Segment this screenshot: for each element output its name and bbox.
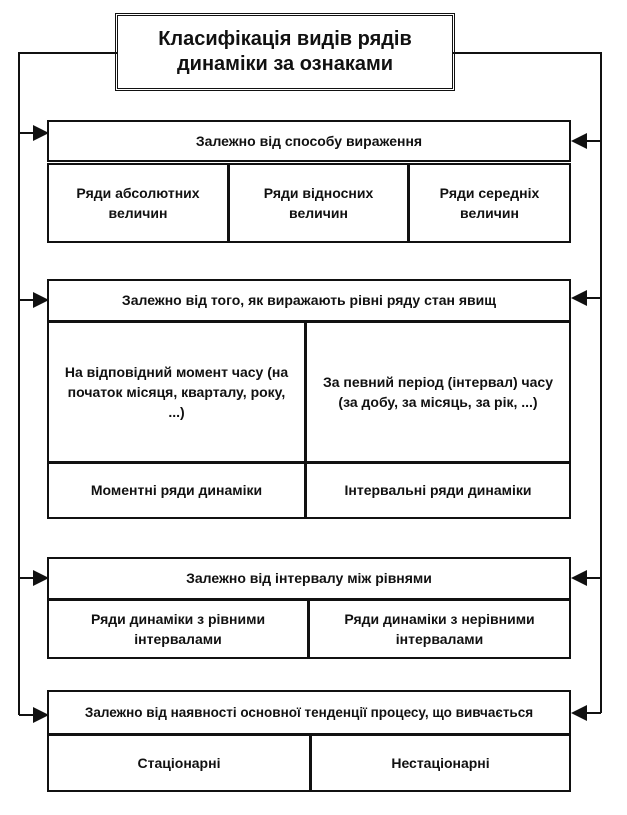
group-2-desc-moment: На відповідний момент часу (на початок м… <box>47 321 306 463</box>
group-3-item-equal: Ряди динаміки з рівними інтервалами <box>47 599 309 659</box>
diagram-title: Класифікація видів рядів динаміки за озн… <box>115 13 455 91</box>
group-1-item-average: Ряди середніх величин <box>408 163 571 243</box>
group-2-item-moment: Моментні ряди динаміки <box>47 462 306 519</box>
group-4-item-nonstationary: Нестаціонарні <box>310 734 571 792</box>
group-3-header: Залежно від інтервалу між рівнями <box>47 557 571 600</box>
group-1-item-absolute: Ряди абсолютних величин <box>47 163 229 243</box>
group-1-item-relative: Ряди відносних величин <box>228 163 409 243</box>
group-3-item-unequal: Ряди динаміки з нерівними інтервалами <box>308 599 571 659</box>
group-2-desc-interval: За певний період (інтервал) часу (за доб… <box>305 321 571 463</box>
group-1-header: Залежно від способу вираження <box>47 120 571 162</box>
group-4-item-stationary: Стаціонарні <box>47 734 311 792</box>
group-2-header: Залежно від того, як виражають рівні ряд… <box>47 279 571 322</box>
group-4-header: Залежно від наявності основної тенденції… <box>47 690 571 735</box>
group-2-item-interval: Інтервальні ряди динаміки <box>305 462 571 519</box>
